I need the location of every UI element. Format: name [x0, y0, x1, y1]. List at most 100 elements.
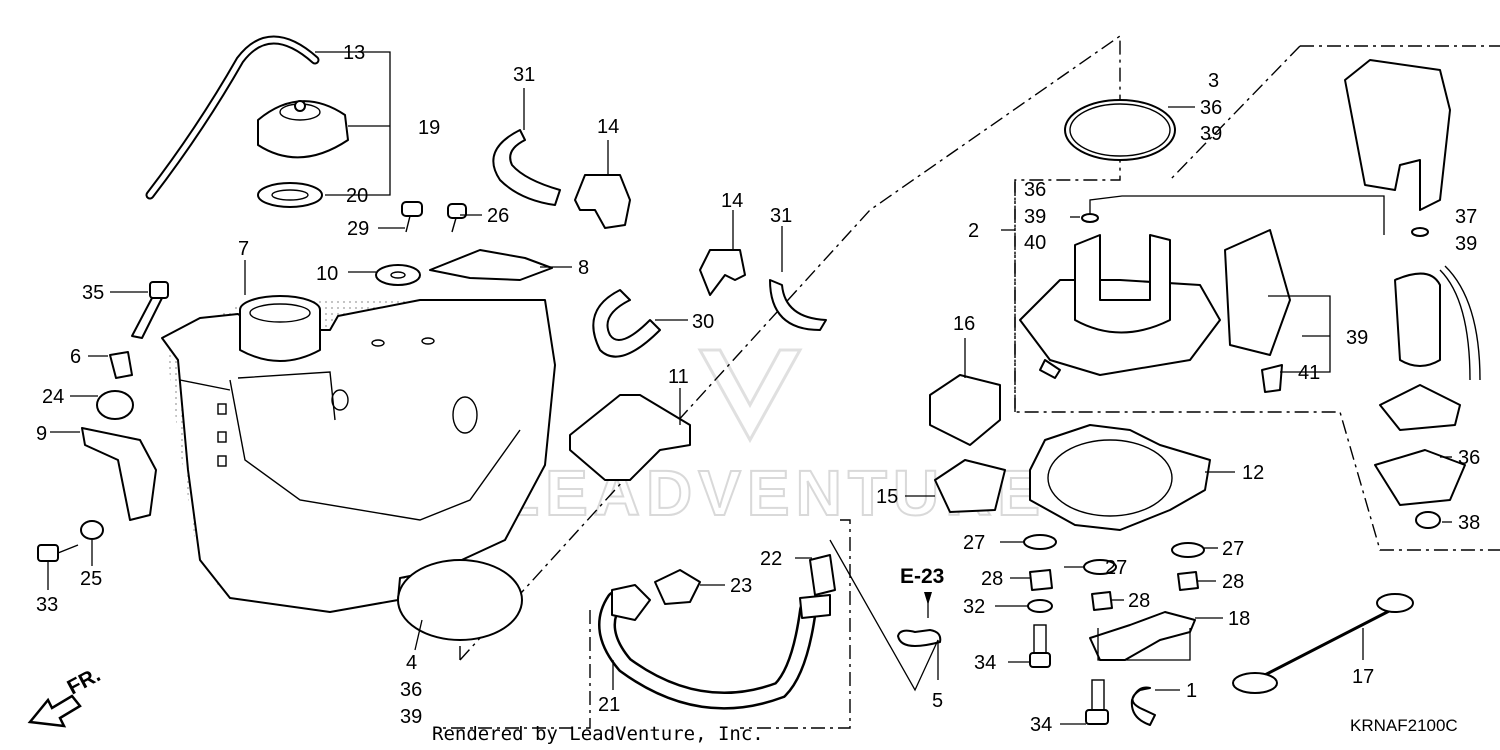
clip-14a [574, 174, 631, 229]
bracket-9 [81, 427, 157, 521]
strap-17 [1232, 593, 1414, 694]
gasket-12 [1029, 424, 1211, 531]
callout-6: 6 [70, 346, 81, 368]
callout-39d: 39 [1346, 327, 1368, 349]
callout-38: 38 [1458, 512, 1480, 534]
fuel-cap [257, 100, 349, 159]
callout-28c: 28 [1222, 571, 1244, 593]
credit-text: Rendered by LeadVenture, Inc. [432, 723, 764, 745]
band-31b [769, 279, 827, 331]
callout-19: 19 [418, 117, 440, 139]
callout-2: 2 [968, 220, 979, 242]
callout-11: 11 [668, 366, 689, 388]
callout-39e: 39 [400, 706, 422, 728]
reference-e23: E-23 [900, 565, 944, 618]
cover-11 [569, 394, 691, 481]
callout-25: 25 [80, 568, 102, 590]
group-outlines [440, 34, 1500, 729]
washer-27a [1023, 534, 1057, 550]
callout-36c: 36 [1458, 447, 1480, 469]
grommet-10 [375, 264, 421, 286]
callout-21: 21 [598, 694, 620, 716]
callout-12: 12 [1242, 462, 1264, 484]
callout-34a: 34 [974, 652, 996, 674]
fuel-tank [161, 295, 556, 613]
plate-8 [429, 249, 553, 281]
diagram-code: KRNAF2100C [1350, 716, 1458, 735]
callout-15: 15 [876, 486, 898, 508]
callout-39c: 39 [1455, 233, 1477, 255]
callout-39a: 39 [1200, 123, 1222, 145]
o-ring-40 [1081, 213, 1099, 223]
nut-38 [1415, 511, 1441, 529]
callout-30: 30 [692, 311, 714, 333]
callout-28b: 28 [1128, 590, 1150, 612]
bolt-26 [447, 203, 467, 233]
callout-14a: 14 [597, 116, 619, 138]
callout-23: 23 [730, 575, 752, 597]
o-ring-3 [1064, 99, 1176, 161]
pump-cover [1344, 59, 1451, 211]
callout-4: 4 [406, 652, 417, 674]
filter-36 [1374, 449, 1466, 506]
tank-ring [397, 559, 523, 641]
callout-1: 1 [1186, 680, 1197, 702]
callout-33: 33 [36, 594, 58, 616]
bolt-33 [37, 544, 79, 562]
callout-36d: 36 [400, 679, 422, 701]
callout-27c: 27 [1222, 538, 1244, 560]
callout-18: 18 [1228, 608, 1250, 630]
leader-lines [47, 51, 1452, 725]
callout-9: 9 [36, 423, 47, 445]
callout-14b: 14 [721, 190, 743, 212]
collar-28b [1091, 591, 1113, 611]
band-31a [492, 129, 561, 206]
band-30 [592, 289, 661, 358]
callout-7: 7 [238, 238, 249, 260]
callout-36b: 36 [1024, 179, 1046, 201]
bolt-29 [401, 201, 423, 233]
bracket-18 [1089, 611, 1196, 661]
collar-28c [1177, 571, 1199, 591]
callout-16: 16 [953, 313, 975, 335]
callout-32: 32 [963, 596, 985, 618]
callout-8: 8 [578, 257, 589, 279]
o-ring-37 [1411, 227, 1429, 237]
clip-1 [1130, 686, 1156, 726]
washer-27c [1171, 542, 1205, 558]
collar-6 [109, 351, 133, 379]
cap-gasket [257, 182, 323, 208]
callout-5: 5 [932, 690, 943, 712]
callout-numbers: 13 19 20 29 26 31 14 14 31 8 10 7 35 6 2… [36, 42, 1480, 736]
clip-14b [699, 249, 746, 296]
callout-10: 10 [316, 263, 338, 285]
bolt-35 [131, 281, 169, 339]
front-label: FR. [64, 663, 105, 699]
washer-25 [80, 520, 104, 540]
callout-31b: 31 [770, 205, 792, 227]
callout-17: 17 [1352, 666, 1374, 688]
washer-32 [1027, 599, 1053, 613]
bolt-34b [1085, 679, 1109, 725]
callout-27b: 27 [1105, 557, 1127, 579]
callout-22: 22 [760, 548, 782, 570]
callout-40: 40 [1024, 232, 1046, 254]
front-arrow-icon: FR. [27, 663, 105, 728]
callout-13: 13 [343, 42, 365, 64]
sleeve-16 [929, 374, 1001, 446]
pump-base [1379, 384, 1461, 431]
callout-29: 29 [347, 218, 369, 240]
callout-3: 3 [1208, 70, 1219, 92]
callout-41: 41 [1298, 362, 1320, 384]
sleeve-15 [934, 459, 1006, 513]
callout-31a: 31 [513, 64, 535, 86]
callout-34b: 34 [1030, 714, 1052, 736]
fitting-41 [1261, 364, 1283, 393]
callout-24: 24 [42, 386, 64, 408]
callout-27a: 27 [963, 532, 985, 554]
callout-36a: 36 [1200, 97, 1222, 119]
fuel-pump [1394, 272, 1441, 367]
callout-37: 37 [1455, 206, 1477, 228]
collar-28a [1029, 569, 1053, 591]
